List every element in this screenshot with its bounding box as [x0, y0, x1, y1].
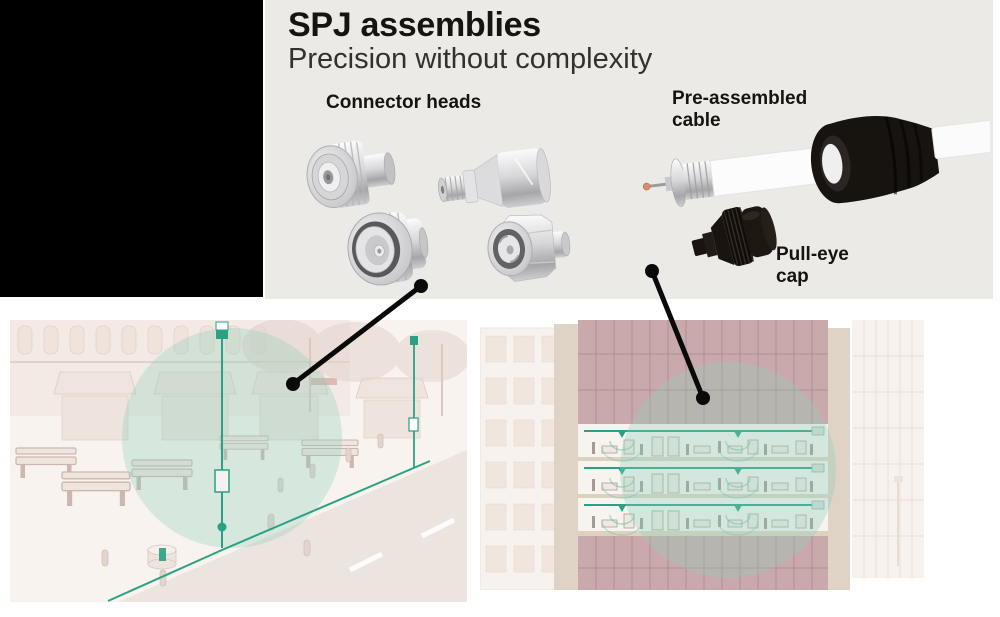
pre-assembled-cable-label-line2: cable — [672, 110, 721, 131]
pin-tip — [642, 182, 651, 191]
second-pole-antenna — [410, 336, 418, 345]
street-plaza-scene — [10, 320, 467, 602]
pole-junction-box — [214, 469, 230, 493]
black-masked-block — [0, 0, 263, 297]
pre-assembled-cable-label: Pre-assembled cable — [672, 88, 807, 132]
office-building-scene — [480, 320, 924, 590]
pre-assembled-cable-illustration — [642, 115, 990, 207]
pole-antenna — [216, 330, 228, 339]
page-subtitle: Precision without complexity — [288, 43, 653, 75]
coverage-circle — [620, 362, 836, 578]
background-building-left — [480, 327, 569, 590]
road — [118, 450, 467, 602]
pull-eye-cap-label-line2: cap — [776, 266, 809, 287]
7-16-din-male-connector-icon — [487, 214, 571, 282]
4-3-10-female-connector-icon — [347, 211, 429, 286]
connector-heads-label: Connector heads — [326, 92, 482, 113]
cable-white-jacket — [709, 146, 829, 197]
small-cell-network — [107, 321, 431, 602]
coverage-circle — [122, 328, 342, 548]
curb-cable — [107, 460, 431, 602]
cutaway-floors — [578, 424, 828, 536]
n-type-male-connector-icon — [306, 140, 396, 209]
connector-heads-illustration — [306, 140, 571, 286]
pull-eye-cap-label: Pull-eye cap — [776, 244, 849, 288]
cable-white-jacket-rear — [931, 118, 990, 160]
pre-assembled-cable-label-line1: Pre-assembled — [672, 88, 808, 109]
glass-facade-bottom — [578, 536, 828, 590]
pull-eye-cap-illustration — [691, 206, 777, 267]
background-building-right — [852, 320, 924, 578]
pull-eye-cap-label-line1: Pull-eye — [776, 244, 849, 265]
sma-male-adapter-icon — [438, 148, 551, 208]
page-title: SPJ assemblies — [288, 6, 541, 44]
concrete-column-right — [828, 328, 850, 590]
concrete-column-left — [554, 324, 578, 590]
